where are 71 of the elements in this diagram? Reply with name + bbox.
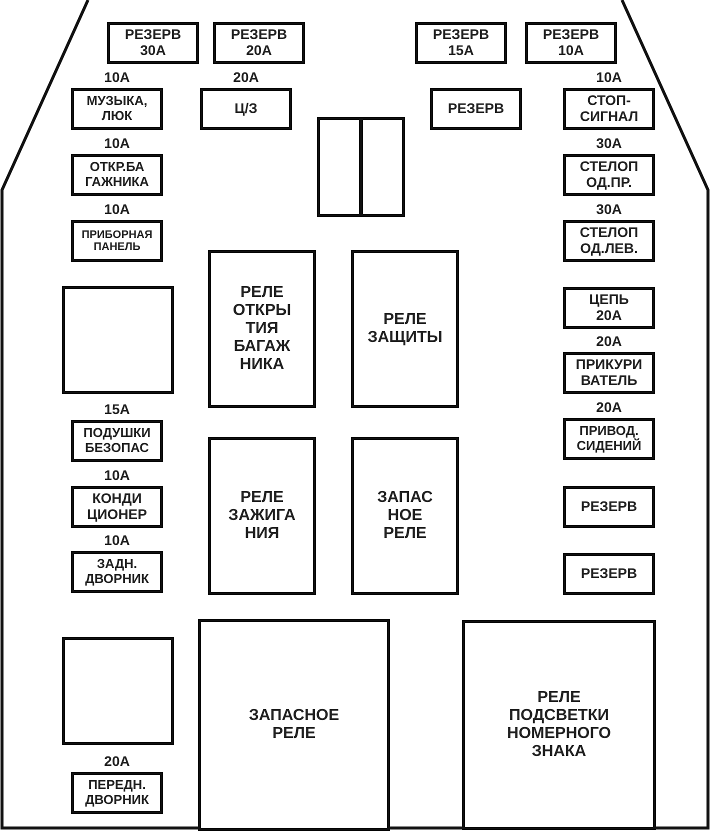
fuse-label: РЕЛЕ ПОДСВЕТКИ НОМЕРНОГО ЗНАКА [507,689,611,761]
fuse-label: РЕЗЕРВ 10А [542,27,600,59]
fuse-box [71,486,163,528]
fuse-box [563,553,655,595]
fuse-label: СТОП- СИГНАЛ [580,93,638,125]
fuse-label: КОНДИ ЦИОНЕР [87,491,147,523]
fuse-label: ЗАДН. ДВОРНИК [85,557,149,587]
fuse-label: ПРИВОД. СИДЕНИЙ [576,424,642,454]
fuse-label: РЕЗЕРВ 30А [124,27,182,59]
relay-box [462,620,656,830]
amperage-label: 10А [103,135,131,151]
fuse-box [71,154,163,196]
fuse-box [71,88,163,130]
amperage-label: 10А [103,532,131,548]
fuse-label: СТЕЛОП ОД.ПР. [580,159,638,191]
fuse-box [107,22,199,64]
amperage-label: 10А [595,69,623,85]
relay-box [208,437,316,595]
fuse-label: Ц/З [234,101,258,117]
empty-relay-slot [317,117,362,217]
empty-relay-slot [62,286,174,394]
amperage-label: 15А [103,401,131,417]
fuse-label: РЕЛЕ ЗАЩИТЫ [368,311,442,347]
fuse-box [430,88,522,130]
fuse-box [213,22,305,64]
fuse-box [71,420,163,462]
fuse-label: СТЕЛОП ОД.ЛЕВ. [580,225,638,257]
amperage-label: 20А [103,753,131,769]
fuse-box [563,88,655,130]
amperage-label: 30А [595,201,623,217]
fuse-label: ПЕРЕДН. ДВОРНИК [85,778,149,808]
relay-box [198,619,390,831]
fuse-label: РЕЗЕРВ 20А [230,27,288,59]
fuse-label: МУЗЫКА, ЛЮК [86,94,148,124]
fuse-label: РЕЗЕРВ [580,499,638,515]
fuse-box [563,486,655,528]
fuse-box [71,220,163,262]
relay-box [208,250,316,408]
amperage-label: 10А [103,467,131,483]
fuse-box [71,772,163,814]
relay-box [351,250,459,408]
fuse-label: РЕЗЕРВ [580,566,638,582]
fuse-label: РЕЛЕ ОТКРЫ ТИЯ БАГАЖ НИКА [232,284,292,374]
fuse-box [415,22,507,64]
fuse-box [563,287,655,329]
fuse-box [563,154,655,196]
fuse-label: ПРИКУРИ ВАТЕЛЬ [576,357,642,389]
amperage-label: 10А [103,201,131,217]
fuse-box [200,88,292,130]
amperage-label: 20А [595,399,623,415]
fuse-label: ПОДУШКИ БЕЗОПАС [83,426,151,456]
fuse-label: РЕЛЕ ЗАЖИГА НИЯ [228,489,296,543]
empty-relay-slot [360,117,405,217]
fuse-box [563,352,655,394]
fuse-box [525,22,617,64]
amperage-label: 20А [232,69,260,85]
fuse-box [563,418,655,460]
fuse-label: РЕЗЕРВ [448,101,504,117]
fuse-label: ЗАПАСНОЕ РЕЛЕ [248,707,340,743]
amperage-label: 30А [595,135,623,151]
fuse-label: ОТКР.БА ГАЖНИКА [85,160,149,190]
empty-relay-slot [62,637,174,745]
fuse-label: ЗАПАС НОЕ РЕЛЕ [377,489,433,543]
fuse-label: ПРИБОРНАЯ ПАНЕЛЬ [82,228,152,254]
amperage-label: 10А [103,69,131,85]
fuse-label: РЕЗЕРВ 15А [432,27,490,59]
fuse-box [563,220,655,262]
relay-box [351,437,459,595]
fuse-label: ЦЕПЬ 20А [589,292,629,324]
amperage-label: 20А [595,333,623,349]
fuse-box [71,551,163,593]
